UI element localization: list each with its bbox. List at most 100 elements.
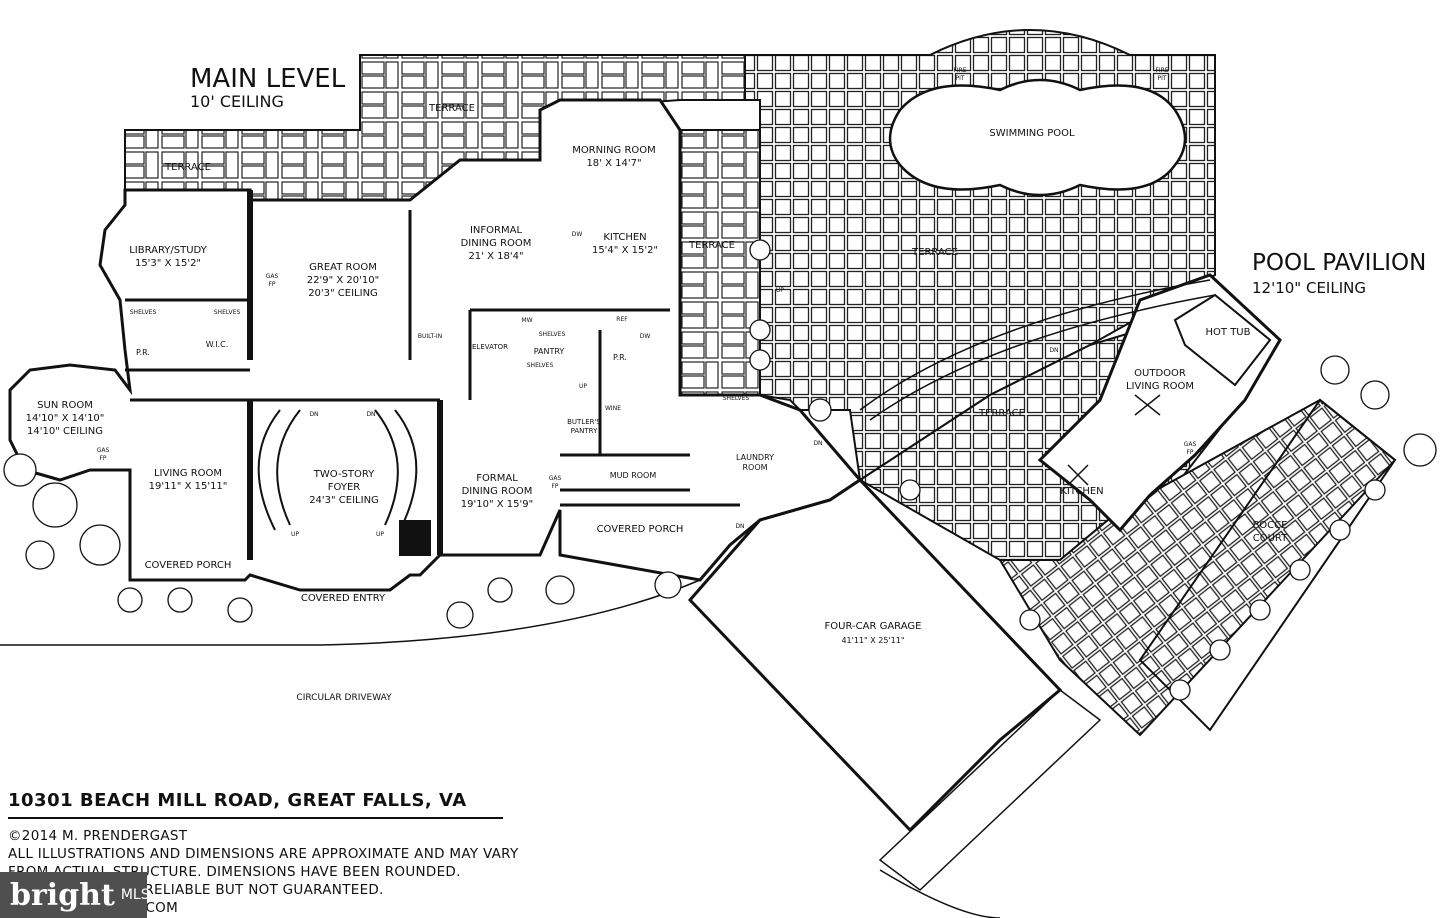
label-outdoor-living-1: OUTDOOR — [1134, 368, 1186, 379]
label-pr-right: P.R. — [613, 353, 627, 362]
label-bocce-2: COURT — [1253, 533, 1288, 544]
watermark-suffix: MLS — [120, 887, 150, 903]
circular-driveway-edge — [0, 579, 701, 646]
label-laundry-2: ROOM — [742, 463, 767, 472]
label-library-dims: 15'3" X 15'2" — [135, 258, 201, 269]
label-shelves-3: SHELVES — [539, 331, 566, 338]
hot-tub-shape — [1173, 293, 1272, 387]
label-formal-dining-dims: 19'10" X 15'9" — [461, 499, 533, 510]
label-pantry: PANTRY — [534, 347, 565, 356]
disclaimer-line-3: EEMED RELIABLE BUT NOT GUARANTEED. — [8, 882, 384, 898]
label-dn-5: DN — [735, 523, 744, 530]
label-bocce-1: BOCCE — [1253, 520, 1288, 531]
label-gas-1: GAS — [266, 273, 279, 280]
label-terrace-top: TERRACE — [428, 103, 475, 114]
label-living-room-dims: 19'11" X 15'11" — [149, 481, 228, 492]
label-wic: W.I.C. — [206, 340, 229, 349]
label-informal-dining-1: INFORMAL — [470, 225, 522, 236]
label-sun-room: SUN ROOM — [37, 400, 93, 411]
label-dn-2: DN — [366, 411, 375, 418]
label-formal-dining-1: FORMAL — [476, 473, 518, 484]
label-built-in: BUILT-IN — [418, 333, 442, 340]
label-garage: FOUR-CAR GARAGE — [825, 621, 922, 632]
label-mud-room: MUD ROOM — [610, 471, 657, 480]
label-butlers-pantry-1: BUTLER'S — [567, 418, 601, 426]
label-fp-2: FP — [551, 483, 558, 490]
pool-pavilion-ceiling: 12'10" CEILING — [1252, 279, 1366, 297]
label-foyer-2: FOYER — [328, 482, 361, 493]
pool-pavilion-heading: POOL PAVILION — [1252, 250, 1426, 276]
label-fp-1: FP — [268, 281, 275, 288]
label-laundry-1: LAUNDRY — [736, 453, 774, 462]
label-great-room: GREAT ROOM — [309, 262, 377, 273]
label-mw: MW — [521, 317, 532, 324]
label-elevator: ELEVATOR — [472, 343, 508, 351]
label-swimming-pool: SWIMMING POOL — [989, 128, 1075, 139]
label-terrace-pool: TERRACE — [911, 247, 958, 258]
label-gas-3: GAS — [1184, 441, 1197, 448]
garage-outline — [687, 478, 1063, 833]
label-morning-room: MORNING ROOM — [572, 145, 656, 156]
label-up-4: UP — [776, 287, 784, 294]
label-foyer-1: TWO-STORY — [313, 469, 375, 480]
label-covered-entry: COVERED ENTRY — [301, 593, 386, 604]
label-hot-tub: HOT TUB — [1206, 327, 1251, 338]
label-dn-4: DN — [813, 440, 822, 447]
label-dn-1: DN — [309, 411, 318, 418]
label-butlers-pantry-2: PANTRY — [571, 427, 598, 435]
label-fire-pit-2b: PIT — [1157, 75, 1166, 82]
label-fire-pit-2: FIRE — [1155, 67, 1168, 74]
copyright-text: ©2014 M. PRENDERGAST — [8, 828, 188, 844]
label-outdoor-kitchen: KITCHEN — [1060, 486, 1103, 497]
label-foyer-ceiling: 24'3" CEILING — [309, 495, 379, 506]
label-informal-dining-2: DINING ROOM — [461, 238, 532, 249]
label-terrace-mid: TERRACE — [688, 240, 735, 251]
footer-rule — [8, 817, 503, 819]
label-dw-2: DW — [640, 333, 651, 340]
label-shelves-5: SHELVES — [723, 395, 750, 402]
label-dn-3: DN — [1049, 347, 1058, 354]
label-great-room-ceiling: 20'3" CEILING — [308, 288, 378, 299]
label-outdoor-living-2: LIVING ROOM — [1126, 381, 1194, 392]
foyer-staircases — [257, 409, 431, 556]
label-sun-room-dims: 14'10" X 14'10" — [26, 413, 105, 424]
label-up-2: UP — [376, 531, 384, 538]
label-dw-1: DW — [572, 231, 583, 238]
label-fp-3: FP — [1186, 449, 1193, 456]
disclaimer-line-1: ALL ILLUSTRATIONS AND DIMENSIONS ARE APP… — [8, 846, 519, 862]
label-up-1: UP — [291, 531, 299, 538]
label-gas-2: GAS — [549, 475, 562, 482]
label-formal-dining-2: DINING ROOM — [462, 486, 533, 497]
landscape-shrubs — [3, 239, 1437, 701]
label-great-room-dims: 22'9" X 20'10" — [307, 275, 379, 286]
property-address: 10301 BEACH MILL ROAD, GREAT FALLS, VA — [8, 790, 467, 811]
label-morning-room-dims: 18' X 14'7" — [586, 158, 641, 169]
label-shelves-4: SHELVES — [527, 362, 554, 369]
label-informal-dining-dims: 21' X 18'4" — [468, 251, 523, 262]
label-library: LIBRARY/STUDY — [129, 245, 207, 256]
watermark-word: bright — [10, 877, 115, 913]
bright-mls-watermark: bright MLS — [0, 872, 150, 918]
label-circular-driveway: CIRCULAR DRIVEWAY — [296, 693, 392, 703]
label-garage-dims: 41'11" X 25'11" — [841, 636, 904, 645]
label-covered-porch-left: COVERED PORCH — [145, 560, 232, 571]
label-kitchen: KITCHEN — [603, 232, 646, 243]
ceiling-fan-icon — [1067, 394, 1161, 486]
curved-walkway — [859, 279, 1211, 411]
driveway-lane — [878, 689, 1102, 891]
label-fire-pit-1b: PIT — [955, 75, 964, 82]
swimming-pool-shape — [888, 78, 1187, 197]
bocce-court — [1138, 398, 1397, 732]
label-living-room: LIVING ROOM — [154, 468, 222, 479]
label-terrace-lower: TERRACE — [978, 408, 1025, 419]
label-up-3: UP — [579, 383, 587, 390]
label-terrace-left: TERRACE — [164, 162, 211, 173]
label-sun-room-ceiling: 14'10" CEILING — [27, 426, 103, 437]
label-fp-4: FP — [99, 455, 106, 462]
label-gas-4: GAS — [97, 447, 110, 454]
label-shelves-2: SHELVES — [214, 309, 241, 316]
label-kitchen-dims: 15'4" X 15'2" — [592, 245, 658, 256]
label-wine: WINE — [605, 405, 621, 412]
main-level-ceiling: 10' CEILING — [190, 92, 284, 111]
